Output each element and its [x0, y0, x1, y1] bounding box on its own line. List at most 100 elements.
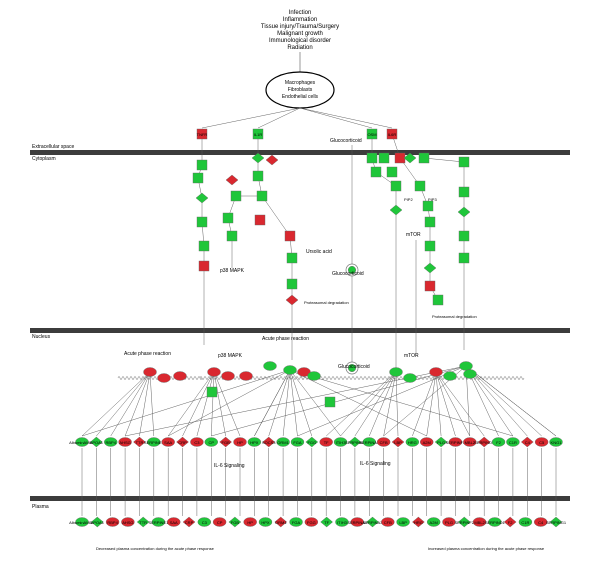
- transcription-edge: [268, 369, 291, 437]
- cytoplasm-node-right: [458, 186, 470, 198]
- nuclear-gene-label: PLG: [437, 440, 445, 445]
- plasma-gene-25: [457, 516, 471, 528]
- plasma-gene-label: SERPINF2: [454, 520, 474, 525]
- trigger-label: Radiation: [287, 45, 312, 51]
- transcription-edge: [426, 371, 437, 437]
- nuclear-gene-29: [491, 437, 506, 447]
- nuclear-gene-label: C5: [539, 440, 545, 445]
- mapk-edge: [423, 157, 465, 163]
- cytoplasm-node-right: [458, 230, 470, 242]
- transcription-edge: [383, 371, 397, 437]
- nuclear-gene-label: HP: [237, 440, 243, 445]
- cytoplasm-node: [252, 170, 264, 182]
- p38-mapk-label-2: p38 MAPK: [218, 353, 243, 359]
- plasma-gene-label: HP: [247, 520, 253, 525]
- pip3-label: PIP3: [428, 197, 437, 202]
- plasma-boundary: [30, 496, 570, 501]
- nuclear-gene-20: [362, 437, 376, 447]
- transcription-factor: [389, 367, 403, 377]
- proteasomal-label-2: Proteasomal degradation: [432, 314, 477, 319]
- compartment-cytoplasm: Cytoplasm: [32, 156, 56, 162]
- increased-label: Increased plasma concentration during th…: [428, 546, 545, 551]
- plasma-gene-28: [503, 516, 517, 528]
- transcription-edge: [196, 371, 215, 437]
- glucocorticoid-receptor-core: [347, 265, 357, 275]
- nuclear-gene-7: [176, 436, 189, 448]
- plasma-gene-2: [105, 517, 120, 527]
- cytoplasm-node: [284, 230, 296, 242]
- pip2-label: PIP2: [404, 197, 413, 202]
- transcription-edge: [139, 371, 151, 437]
- transcription-edge: [465, 365, 528, 437]
- nuclear-gene-label: SERPINE1: [144, 440, 165, 445]
- source-cell-label: Fibroblasts: [288, 87, 313, 93]
- transcription-edge: [412, 371, 437, 437]
- cytoplasm-node: [198, 240, 210, 252]
- nuclear-gene-label: FGA: [293, 440, 302, 445]
- edge-layer: [81, 107, 557, 516]
- cytoplasm-node: [254, 214, 266, 226]
- nuclear-gene-33: [549, 437, 563, 447]
- cytoplasm-node-right: [378, 152, 390, 164]
- nuclear-gene-4: [133, 436, 146, 448]
- nuclear-gene-5: [147, 437, 161, 447]
- cell-to-receptor-edge: [299, 107, 393, 129]
- transcription-edge: [354, 371, 397, 437]
- cytoplasm-node-right: [424, 216, 436, 228]
- mtor-label: mTOR: [406, 232, 421, 238]
- plasma-gene-24: [442, 517, 456, 527]
- cytoplasm-node: [198, 260, 210, 272]
- nuclear-gene-label: SERPIND1: [474, 440, 495, 445]
- plasma-gene-14: [289, 517, 303, 527]
- cytoplasm-node-right: [418, 152, 430, 164]
- nuclear-gene-25: [434, 436, 448, 448]
- transcription-edge: [289, 369, 341, 437]
- plasma-gene-label: FGG: [307, 520, 316, 525]
- transcription-edge: [297, 365, 467, 437]
- transcription-factor: [263, 361, 277, 371]
- receptor-il6r: [386, 128, 398, 140]
- receptor-label: IL1R: [254, 132, 263, 137]
- nuclear-gene-label: AHSG: [119, 440, 130, 445]
- plasma-gene-label: FGA: [292, 520, 301, 525]
- transcription-edge: [282, 369, 291, 437]
- nuclear-gene-label: RBP4: [106, 440, 117, 445]
- nuclear-gene-23: [405, 437, 420, 447]
- plasma-gene-label: ITIH3: [337, 520, 348, 525]
- nuclear-gene-19: [348, 436, 362, 448]
- plasma-gene-label: HRG: [414, 520, 423, 525]
- transcription-factor: [221, 371, 235, 381]
- transcription-factor: [307, 371, 321, 381]
- plasma-gene-12: [258, 517, 273, 527]
- nuclear-gene-27: [463, 437, 477, 447]
- cell-to-receptor-edge: [299, 107, 373, 129]
- annotation-labels: Glucocorticoid Acute phase reaction Acut…: [96, 138, 545, 551]
- transcription-edge: [435, 371, 471, 437]
- nuclear-gene-label: AlbuminAMBP: [69, 440, 95, 445]
- transcription-edge: [81, 369, 291, 437]
- nuclear-gene-label: CP: [208, 440, 214, 445]
- plasma-gene-21: [396, 517, 410, 527]
- nuclear-gene-label: CFB: [380, 440, 388, 445]
- cell-to-receptor-edge: [201, 107, 301, 129]
- decreased-label: Decreased plasma concentration during th…: [96, 546, 215, 551]
- nuclear-gene-label: KNG1: [551, 440, 563, 445]
- plasma-gene-label: APOA1: [91, 520, 105, 525]
- plasma-gene-label: MBL2: [474, 520, 485, 525]
- transcription-edge: [465, 365, 542, 437]
- plasma-gene-label: AlbuminAMBP: [69, 520, 95, 525]
- cell-to-receptor-edge: [257, 107, 301, 129]
- plasma-gene-29: [518, 517, 533, 527]
- plasma-gene-10: [228, 516, 242, 528]
- cytoplasm-node: [225, 174, 239, 186]
- plasma-gene-label: SERPING1: [546, 520, 567, 525]
- plasma-gene-17: [335, 517, 349, 527]
- transcription-edge: [435, 371, 442, 437]
- nuclear-gene-label: TF: [324, 440, 329, 445]
- nuclear-gene-label: SERPINA1: [345, 440, 366, 445]
- transcription-edge: [435, 371, 485, 437]
- plasma-gene-15: [304, 517, 319, 527]
- plasma-gene-7: [182, 516, 196, 528]
